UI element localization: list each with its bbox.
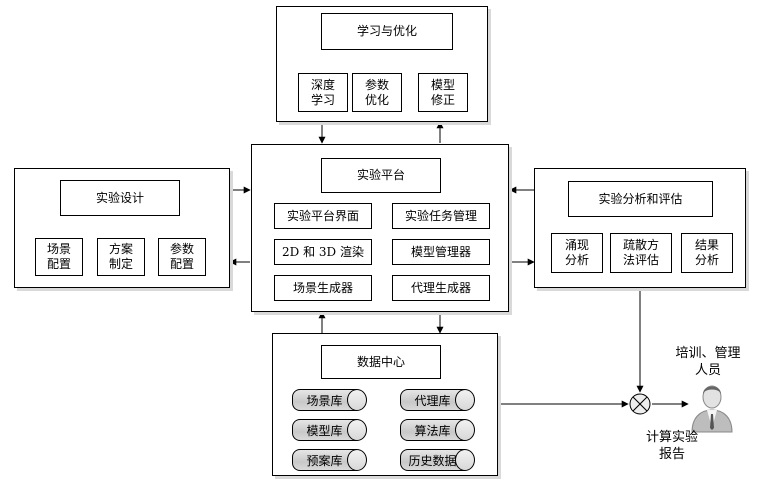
datacenter-title: 数据中心: [321, 345, 441, 379]
platform-title: 实验平台: [321, 158, 441, 193]
learning-item-model-correction: 模型 修正: [418, 73, 468, 112]
platform-item-task-mgmt: 实验任务管理: [392, 203, 490, 229]
store-agent-db: 代理库: [400, 389, 475, 411]
report-label: 计算实验 报告: [645, 430, 698, 462]
platform-item-scene-generator: 场景生成器: [274, 275, 372, 301]
junction-icon: [629, 393, 651, 415]
design-title: 实验设计: [60, 180, 180, 216]
store-scene-db: 场景库: [292, 389, 367, 411]
personnel-label: 培训、管理 人员: [675, 346, 741, 378]
person-icon: [691, 385, 733, 433]
store-history-data: 历史数据: [400, 449, 475, 471]
analysis-item-emergence: 涌现 分析: [551, 233, 603, 273]
platform-item-model-manager: 模型管理器: [392, 239, 490, 265]
analysis-item-evacuation-eval: 疏散方 法评估: [610, 233, 672, 273]
platform-item-ui: 实验平台界面: [274, 203, 372, 229]
store-algorithm-db: 算法库: [400, 419, 475, 441]
design-item-scene-config: 场景 配置: [35, 238, 83, 276]
design-item-param-config: 参数 配置: [158, 238, 206, 276]
platform-item-agent-generator: 代理生成器: [392, 275, 490, 301]
learning-item-param-optimization: 参数 优化: [352, 73, 402, 112]
design-item-plan: 方案 制定: [97, 238, 145, 276]
platform-item-rendering: 2D 和 3D 渲染: [274, 239, 372, 265]
store-model-db: 模型库: [292, 419, 367, 441]
analysis-title: 实验分析和评估: [568, 181, 713, 217]
analysis-item-result: 结果 分析: [681, 233, 733, 273]
learning-item-deep-learning: 深度 学习: [298, 73, 348, 112]
learning-title: 学习与优化: [321, 13, 453, 50]
store-plan-db: 预案库: [292, 449, 367, 471]
